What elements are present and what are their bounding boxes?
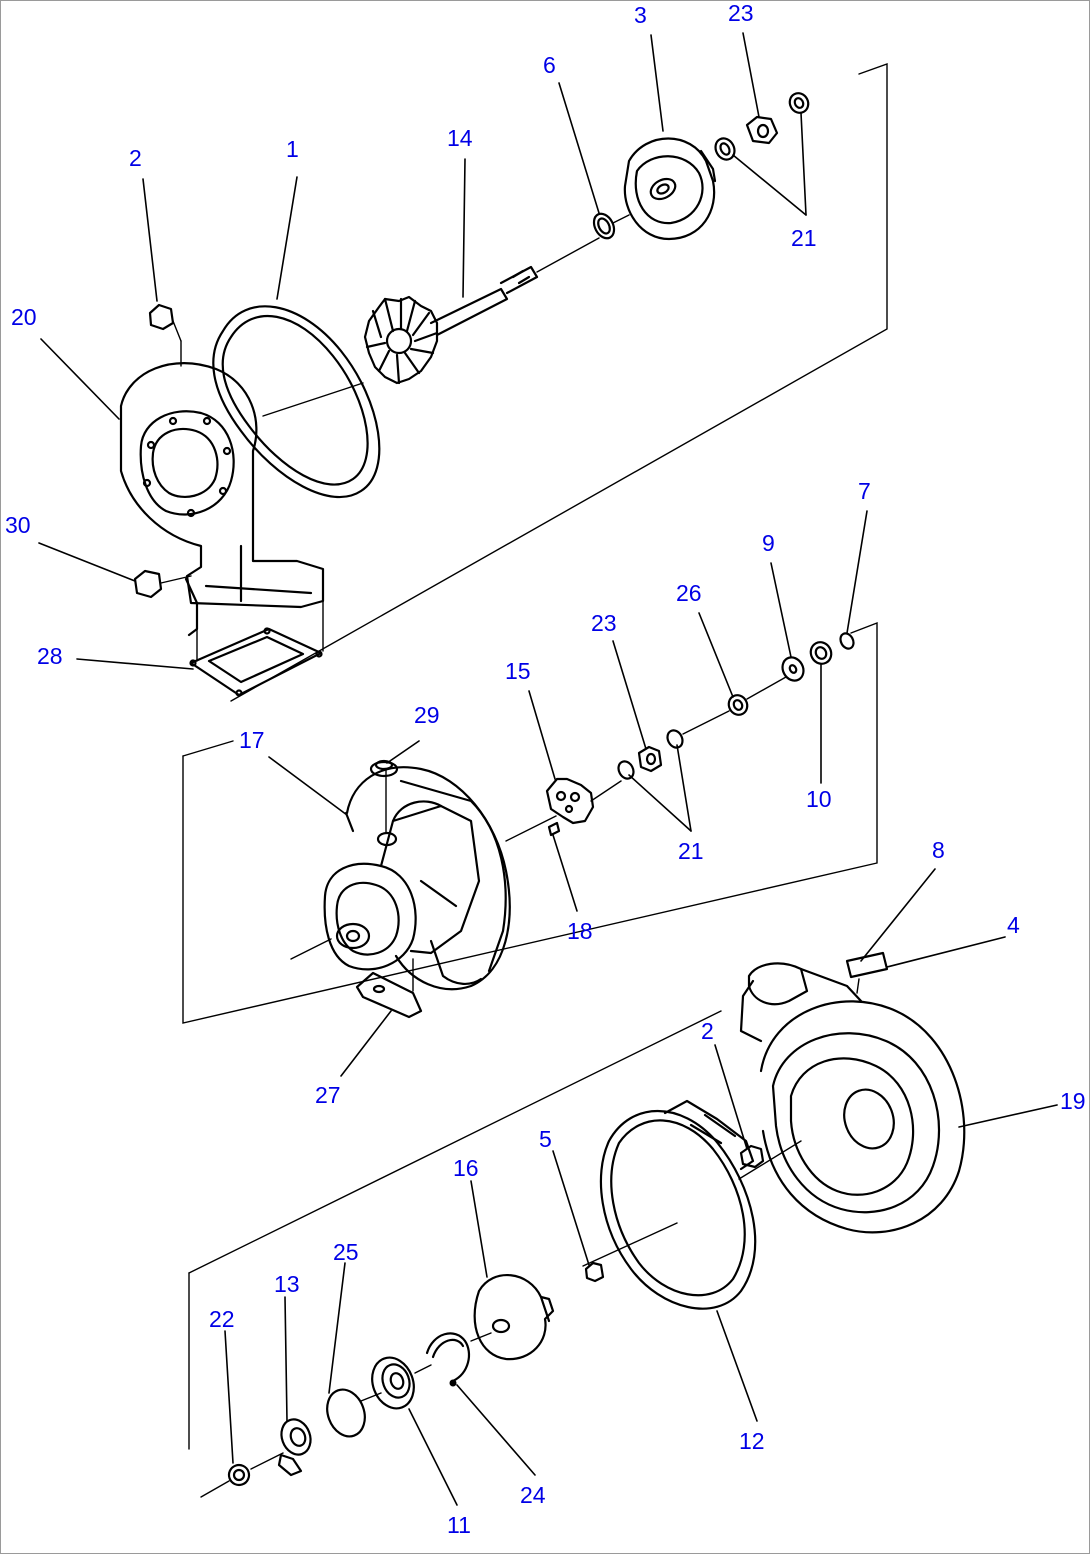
nut-5 [584, 1261, 605, 1283]
callout-21: 21 [678, 838, 704, 864]
callout-5: 5 [539, 1126, 552, 1152]
callout-2: 2 [129, 145, 142, 171]
callout-12: 12 [739, 1428, 765, 1454]
callout-25: 25 [333, 1239, 359, 1265]
callout-27: 27 [315, 1082, 341, 1108]
nut-30 [133, 569, 192, 599]
washer-21-upper [714, 137, 736, 161]
turbine-housing [119, 362, 325, 637]
insert-11 [371, 1356, 415, 1410]
seal-ring [212, 305, 381, 499]
plug-29 [369, 759, 399, 778]
callout-23: 23 [728, 1, 754, 26]
thrust-bearing-15 [545, 777, 622, 825]
callout-9: 9 [762, 530, 775, 556]
callout-15: 15 [505, 658, 531, 684]
hose-8 [845, 951, 889, 994]
turbine-wheel-shaft [363, 237, 600, 385]
nut-2-upper [148, 303, 182, 367]
o-ring-25 [326, 1388, 366, 1438]
callout-29: 29 [414, 702, 440, 728]
callout-labels: 3 23 6 14 2 1 21 20 30 28 7 9 26 23 15 2… [5, 1, 1086, 1538]
pin-18 [547, 821, 561, 837]
locknut-23-upper [745, 115, 779, 145]
callout-6: 6 [543, 52, 556, 78]
group-frame-middle [182, 621, 878, 1024]
compressor-housing [738, 962, 966, 1234]
callout-30: 30 [5, 512, 31, 538]
washer-21-upper-b [788, 92, 810, 114]
callout-3: 3 [634, 2, 647, 28]
callout-23: 23 [591, 610, 617, 636]
callout-20: 20 [11, 304, 37, 330]
ring-21-middle-b [666, 710, 730, 749]
callout-22: 22 [209, 1306, 235, 1332]
callout-1: 1 [286, 136, 299, 162]
group-frame-lower [188, 1010, 722, 1450]
group-frame-upper [230, 63, 888, 702]
ring-6 [592, 212, 630, 240]
ring-10 [809, 641, 833, 665]
callout-13: 13 [274, 1271, 300, 1297]
callout-24: 24 [520, 1482, 546, 1508]
compressor-disc-3 [623, 137, 717, 241]
seal-ring-13 [277, 1418, 312, 1477]
drain-gasket [355, 958, 423, 1019]
callout-19: 19 [1060, 1088, 1086, 1114]
outlet-gasket [189, 600, 324, 697]
callout-21: 21 [791, 225, 817, 251]
callout-10: 10 [806, 786, 832, 812]
callout-26: 26 [676, 580, 702, 606]
compressor-wheel [473, 1274, 555, 1361]
callout-4: 4 [1007, 912, 1020, 938]
callout-17: 17 [239, 727, 265, 753]
callout-7: 7 [858, 478, 871, 504]
snap-ring-24 [425, 1332, 471, 1387]
callout-14: 14 [447, 125, 473, 151]
callout-28: 28 [37, 643, 63, 669]
leader-lines [38, 32, 1058, 1506]
bearing-housing [290, 766, 557, 991]
collar-23-middle [637, 745, 663, 773]
callout-11: 11 [447, 1512, 471, 1538]
ring-22 [200, 1332, 492, 1498]
v-band-clamp [582, 1099, 757, 1310]
ring-21-middle-a [617, 760, 635, 780]
callout-8: 8 [932, 837, 945, 863]
sleeve-26 [727, 676, 787, 716]
callout-2: 2 [701, 1018, 714, 1044]
nut-2-lower [739, 1144, 765, 1169]
callout-18: 18 [567, 918, 593, 944]
callout-16: 16 [453, 1155, 479, 1181]
washer-9 [781, 656, 805, 682]
ring-7 [839, 632, 855, 650]
